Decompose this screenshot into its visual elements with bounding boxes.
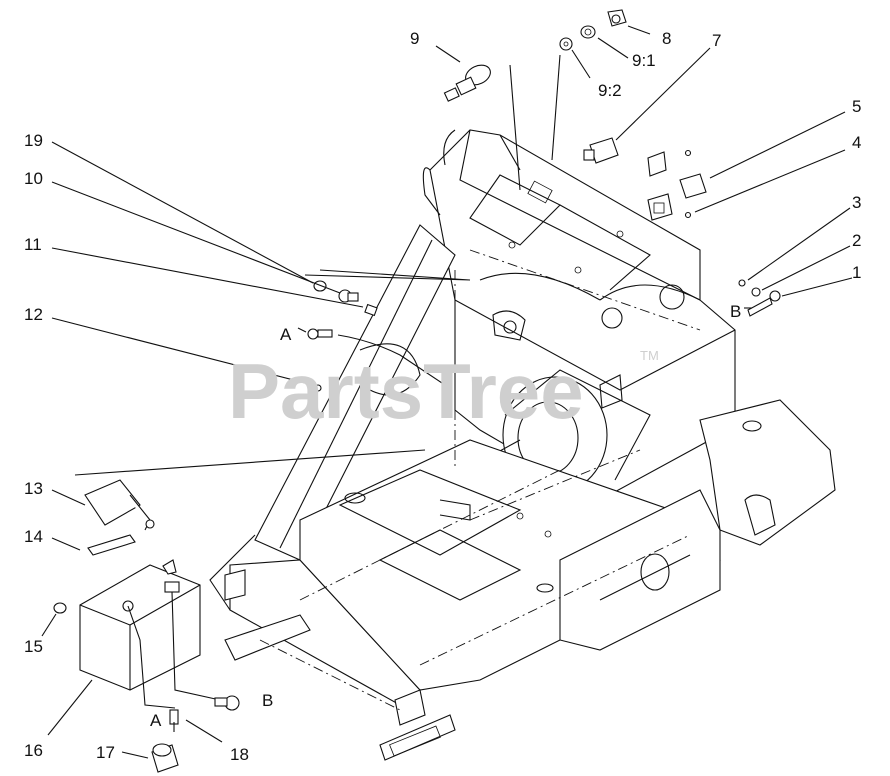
leader-lines [41, 25, 853, 759]
callout-9-1[interactable]: 9:1 [632, 51, 656, 70]
part-5-relay[interactable] [647, 151, 707, 221]
callout-5[interactable]: 5 [852, 97, 861, 116]
part-10-bushing[interactable] [338, 289, 359, 303]
callout-a-lower[interactable]: A [150, 711, 162, 730]
callout-8[interactable]: 8 [662, 29, 671, 48]
cable-to-a [127, 605, 176, 709]
part-3-screw[interactable] [738, 279, 746, 287]
part-a-terminal-upper[interactable] [307, 328, 333, 340]
callout-16[interactable]: 16 [24, 741, 43, 760]
callout-10[interactable]: 10 [24, 169, 43, 188]
part-17-terminal-cover[interactable] [151, 743, 179, 773]
part-4-screw[interactable] [684, 149, 692, 219]
part-1-terminal[interactable] [747, 290, 781, 317]
cable-to-b [171, 591, 221, 701]
part-2-washer[interactable] [751, 287, 761, 297]
part-9-1-nut[interactable] [580, 25, 596, 39]
callout-b-upper[interactable]: B [730, 302, 741, 321]
part-7-rocker-switch[interactable] [583, 137, 619, 164]
callout-19[interactable]: 19 [24, 131, 43, 150]
part-16-battery[interactable] [79, 559, 201, 691]
callout-7[interactable]: 7 [712, 31, 721, 50]
part-15-wing-nut[interactable] [53, 602, 67, 614]
callout-4[interactable]: 4 [852, 133, 861, 152]
part-19-washer[interactable] [313, 280, 327, 292]
callout-11[interactable]: 11 [24, 235, 42, 254]
part-11-grommet[interactable] [364, 303, 378, 317]
part-12-screw[interactable] [314, 384, 322, 392]
part-14-pad[interactable] [87, 534, 136, 556]
callout-labels: 9 8 9:1 9:2 7 5 4 3 2 1 B 19 10 11 A 12 … [24, 29, 861, 764]
callout-2[interactable]: 2 [852, 231, 861, 250]
callout-b-lower[interactable]: B [262, 691, 273, 710]
part-13-bracket[interactable] [84, 479, 155, 531]
battery-cable [337, 334, 446, 386]
part-9-switch[interactable] [443, 61, 493, 102]
callout-13[interactable]: 13 [24, 479, 43, 498]
part-8-knob[interactable] [607, 9, 627, 27]
callout-9[interactable]: 9 [410, 29, 419, 48]
callout-9-2[interactable]: 9:2 [598, 81, 622, 100]
callout-12[interactable]: 12 [24, 305, 43, 324]
callout-18[interactable]: 18 [230, 745, 249, 764]
callout-a-upper[interactable]: A [280, 325, 292, 344]
callout-1[interactable]: 1 [852, 263, 861, 282]
watermark-trademark: TM [640, 348, 659, 363]
callout-15[interactable]: 15 [24, 637, 43, 656]
frame-assembly [209, 129, 836, 761]
part-9-2-washer[interactable] [559, 37, 573, 51]
callout-14[interactable]: 14 [24, 527, 43, 546]
part-b-terminal-lower[interactable] [214, 695, 240, 711]
callout-17[interactable]: 17 [96, 743, 115, 762]
part-18-bolt[interactable] [169, 709, 179, 732]
callout-3[interactable]: 3 [852, 193, 861, 212]
watermark-text: PartsTree [228, 347, 584, 435]
